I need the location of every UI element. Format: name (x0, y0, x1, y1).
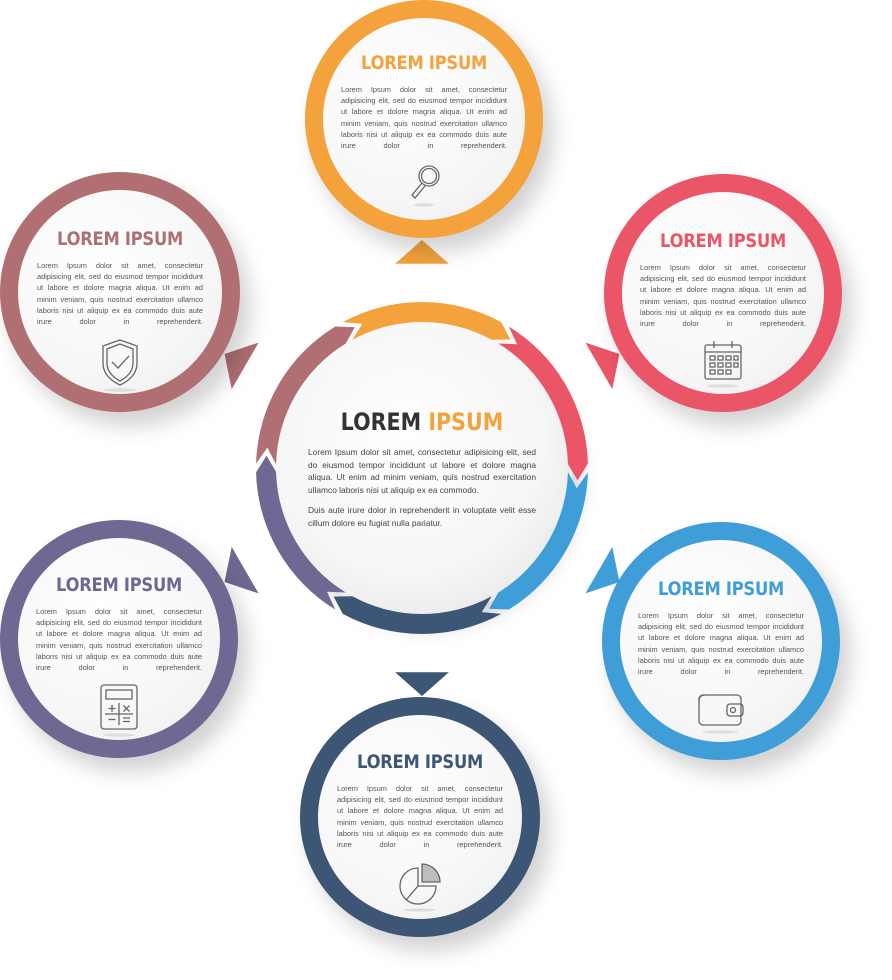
magnifier-icon (411, 165, 440, 207)
node-lower-right: LOREM IPSUM Lorem Ipsum dolor sit amet, … (602, 522, 840, 760)
center-disc (272, 318, 572, 618)
ring-segment-upper-right (498, 326, 588, 481)
center-paragraph-2: Duis aute irure dolor in reprehenderit i… (308, 505, 536, 528)
center-title-part2: IPSUM (428, 408, 504, 436)
pointer-arrow-lower-right (585, 546, 620, 594)
center-title: LOREM IPSUM (317, 408, 527, 436)
node-text: Lorem Ipsum dolor sit amet, consectetur … (37, 261, 203, 327)
calendar-icon (704, 341, 742, 388)
pointer-arrow-lower-left (224, 546, 259, 594)
node-text: Lorem Ipsum dolor sit amet, consectetur … (640, 263, 806, 329)
node-bottom: LOREM IPSUM Lorem Ipsum dolor sit amet, … (300, 697, 540, 937)
node-title: LOREM IPSUM (361, 52, 487, 74)
center-body: Lorem Ipsum dolor sit amet, consectetur … (308, 446, 536, 538)
node-lower-left: LOREM IPSUM Lorem Ipsum dolor sit amet, … (0, 520, 238, 758)
node-title: LOREM IPSUM (57, 228, 183, 250)
ring-segment-bottom (333, 596, 502, 634)
pointer-arrow-upper-right (585, 342, 620, 390)
ring-segment-top (342, 302, 511, 340)
pointer-arrow-top (395, 240, 449, 264)
calculator-icon (100, 684, 138, 737)
node-upper-left: LOREM IPSUM Lorem Ipsum dolor sit amet, … (0, 172, 240, 412)
pie-chart-icon (399, 863, 441, 912)
pointer-arrow-bottom (395, 672, 449, 696)
ring-segment-upper-left (256, 326, 355, 465)
node-text: Lorem Ipsum dolor sit amet, consectetur … (341, 85, 507, 151)
ring-segment-lower-right (489, 471, 588, 610)
node-text: Lorem Ipsum dolor sit amet, consectetur … (638, 611, 804, 677)
center-paragraph-1: Lorem Ipsum dolor sit amet, consectetur … (308, 447, 536, 495)
node-title: LOREM IPSUM (660, 230, 786, 252)
shield-check-icon (102, 339, 138, 392)
wallet-icon (698, 694, 744, 734)
node-title: LOREM IPSUM (658, 578, 784, 600)
node-title: LOREM IPSUM (357, 751, 483, 773)
node-top: LOREM IPSUM Lorem Ipsum dolor sit amet, … (305, 0, 543, 238)
ring-segment-lower-left (256, 455, 346, 610)
node-title: LOREM IPSUM (56, 574, 182, 596)
node-text: Lorem Ipsum dolor sit amet, consectetur … (337, 784, 503, 850)
pointer-arrow-upper-left (224, 342, 259, 390)
node-text: Lorem Ipsum dolor sit amet, consectetur … (36, 607, 202, 673)
node-upper-right: LOREM IPSUM Lorem Ipsum dolor sit amet, … (604, 174, 842, 412)
center-title-part1: LOREM (340, 408, 422, 436)
